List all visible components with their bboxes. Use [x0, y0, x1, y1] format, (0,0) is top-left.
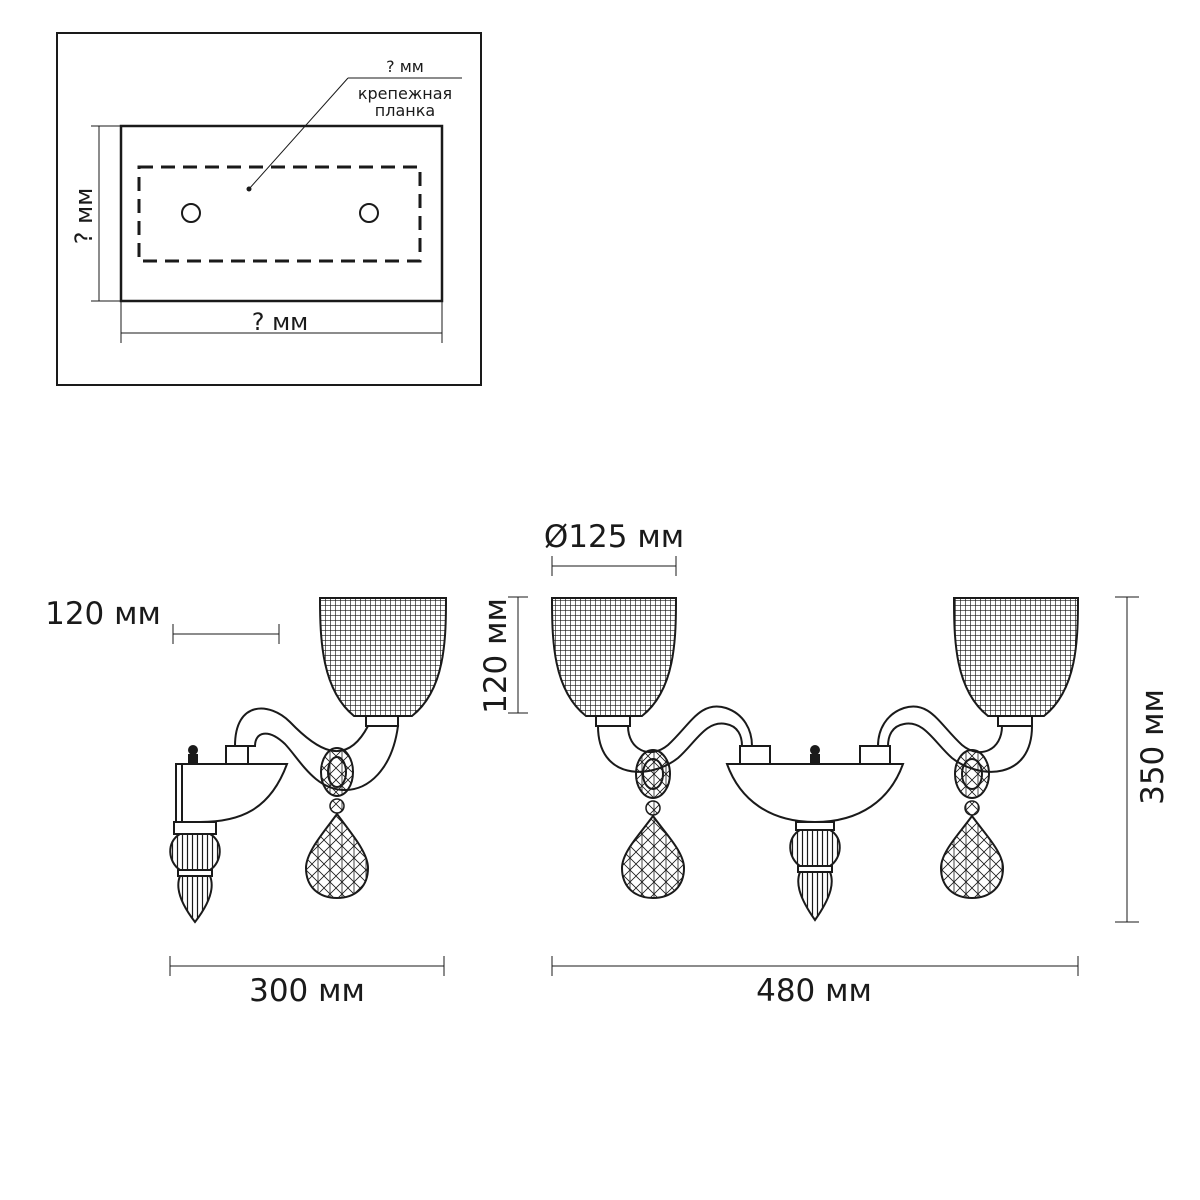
front-crystal-ring-left-inner — [642, 758, 664, 790]
side-backplate — [175, 763, 183, 823]
front-shade-right-collar — [997, 715, 1033, 727]
front-teardrop-left — [620, 814, 686, 900]
detail-frame — [56, 32, 482, 386]
front-crystal-bead-right — [964, 800, 980, 816]
front-pendant-collar — [795, 821, 835, 831]
front-crystal-ring-right — [954, 749, 990, 799]
front-crystal-bead-left — [645, 800, 661, 816]
side-view: 120 мм 300 мм — [45, 596, 448, 1009]
front-shade-left — [550, 597, 678, 717]
front-arm-right-cup — [859, 745, 891, 765]
side-depth-dim-label: 120 мм — [45, 596, 161, 632]
mount-hole-left — [181, 203, 201, 223]
side-pendant-collar — [173, 821, 217, 835]
side-shade — [318, 597, 448, 717]
mount-base-outline — [119, 124, 444, 303]
front-crystal-ring-left — [635, 749, 671, 799]
side-teardrop-crystal — [304, 812, 370, 900]
mount-plate-detail: ? мм крепежная планка ? мм ? мм — [56, 32, 482, 386]
mount-hole-right — [359, 203, 379, 223]
mount-top-dim-label: ? мм — [386, 57, 424, 76]
front-arm-left-cup — [739, 745, 771, 765]
front-view: Ø125 мм 120 мм — [478, 519, 1171, 1009]
side-pendant-bulb — [169, 833, 221, 871]
front-shade-height-label: 120 мм — [478, 598, 514, 714]
front-shade-right — [952, 597, 1080, 717]
callout-dot — [246, 186, 252, 192]
front-crystal-ring-right-inner — [961, 758, 983, 790]
front-shade-left-collar — [595, 715, 631, 727]
side-shade-collar — [365, 715, 399, 727]
front-total-height-label: 350 мм — [1135, 689, 1171, 805]
front-central-bowl — [725, 763, 905, 824]
mount-height-dim-label: ? мм — [70, 188, 98, 245]
callout-text-line2: планка — [375, 101, 435, 120]
side-crystal-ring — [320, 747, 354, 797]
side-finial-base — [188, 754, 198, 764]
side-arm — [233, 707, 400, 792]
front-pendant-spike — [797, 871, 833, 922]
front-pendant-bulb — [789, 829, 841, 867]
side-arm-cup — [225, 745, 249, 765]
callout-leader-diagonal — [248, 77, 349, 190]
front-finial-base — [810, 754, 820, 764]
front-finial — [810, 745, 820, 755]
front-total-width-label: 480 мм — [756, 973, 872, 1009]
front-teardrop-right — [939, 814, 1005, 900]
mount-width-dim-label: ? мм — [252, 308, 309, 336]
side-body — [175, 763, 289, 823]
side-pendant-spike — [177, 875, 213, 924]
callout-text-line1: крепежная — [358, 84, 452, 103]
front-shade-diameter-label: Ø125 мм — [544, 519, 684, 555]
side-width-dim-label: 300 мм — [249, 973, 365, 1009]
mounting-bracket-dashed — [137, 165, 422, 263]
side-crystal-bead — [329, 798, 345, 814]
side-crystal-ring-inner — [327, 756, 347, 788]
side-finial — [188, 745, 198, 755]
